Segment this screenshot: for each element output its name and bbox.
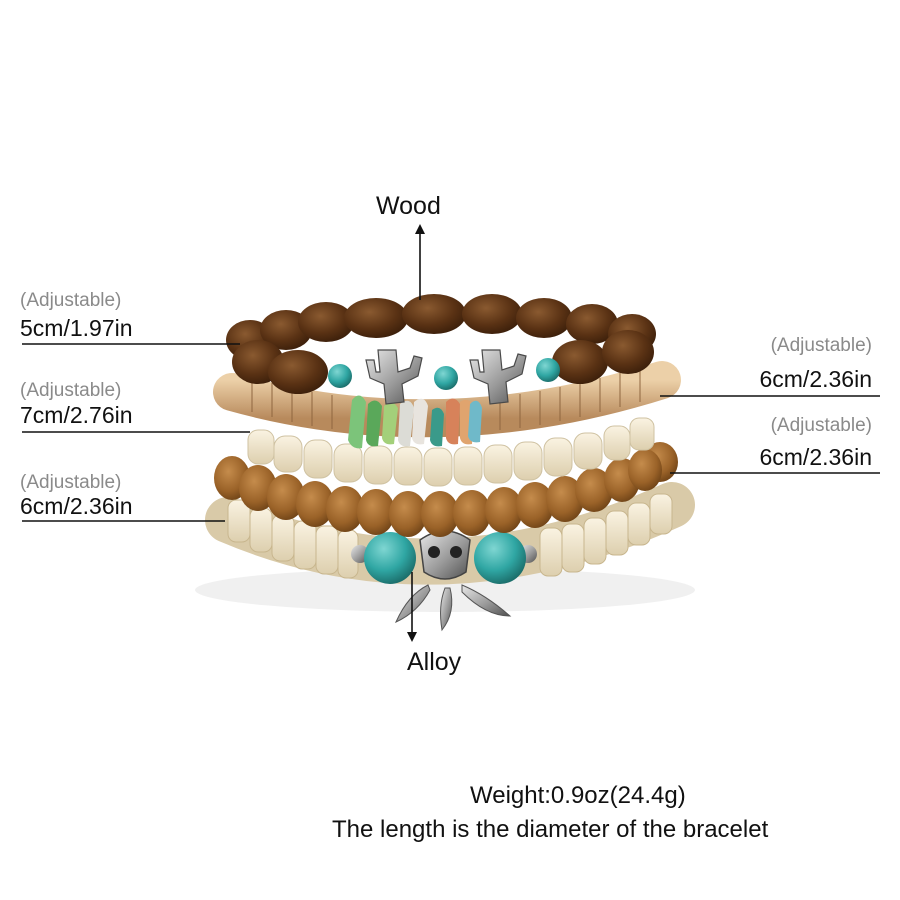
- feather-charms: [395, 584, 512, 632]
- size-label-1: 5cm/1.97in: [20, 315, 133, 341]
- weight-text: Weight:0.9oz(24.4g): [470, 782, 686, 809]
- turquoise-bead: [536, 358, 560, 382]
- leader-lines: [22, 232, 880, 634]
- size-adjustable-4: (Adjustable): [770, 335, 872, 356]
- turquoise-bead: [434, 366, 458, 390]
- material-label-alloy: Alloy: [407, 648, 462, 676]
- stone-chips: [348, 395, 482, 449]
- size-label-5: 6cm/2.36in: [759, 444, 872, 470]
- arrow-down-icon: [407, 632, 417, 642]
- size-adjustable-5: (Adjustable): [770, 415, 872, 436]
- skull-charm: [419, 530, 471, 580]
- bracelet-light-wood: [214, 442, 678, 537]
- size-label-4: 6cm/2.36in: [759, 366, 872, 392]
- diameter-note: The length is the diameter of the bracel…: [332, 816, 769, 843]
- turquoise-bead: [364, 532, 416, 584]
- turquoise-bead: [474, 532, 526, 584]
- bracelet-bone: [205, 482, 695, 632]
- cactus-charm: [365, 349, 527, 405]
- bracelet-white-disk: [247, 417, 655, 487]
- size-adjustable-2: (Adjustable): [20, 380, 122, 401]
- bracelet-dark-wood: [226, 294, 656, 405]
- turquoise-bead: [328, 364, 352, 388]
- arrow-up-icon: [415, 224, 425, 234]
- size-adjustable-1: (Adjustable): [20, 290, 122, 311]
- size-adjustable-3: (Adjustable): [20, 472, 122, 493]
- size-label-2: 7cm/2.76in: [20, 402, 133, 428]
- size-label-3: 6cm/2.36in: [20, 493, 133, 519]
- bracelet-coconut: [213, 361, 681, 449]
- material-label-wood: Wood: [376, 192, 441, 220]
